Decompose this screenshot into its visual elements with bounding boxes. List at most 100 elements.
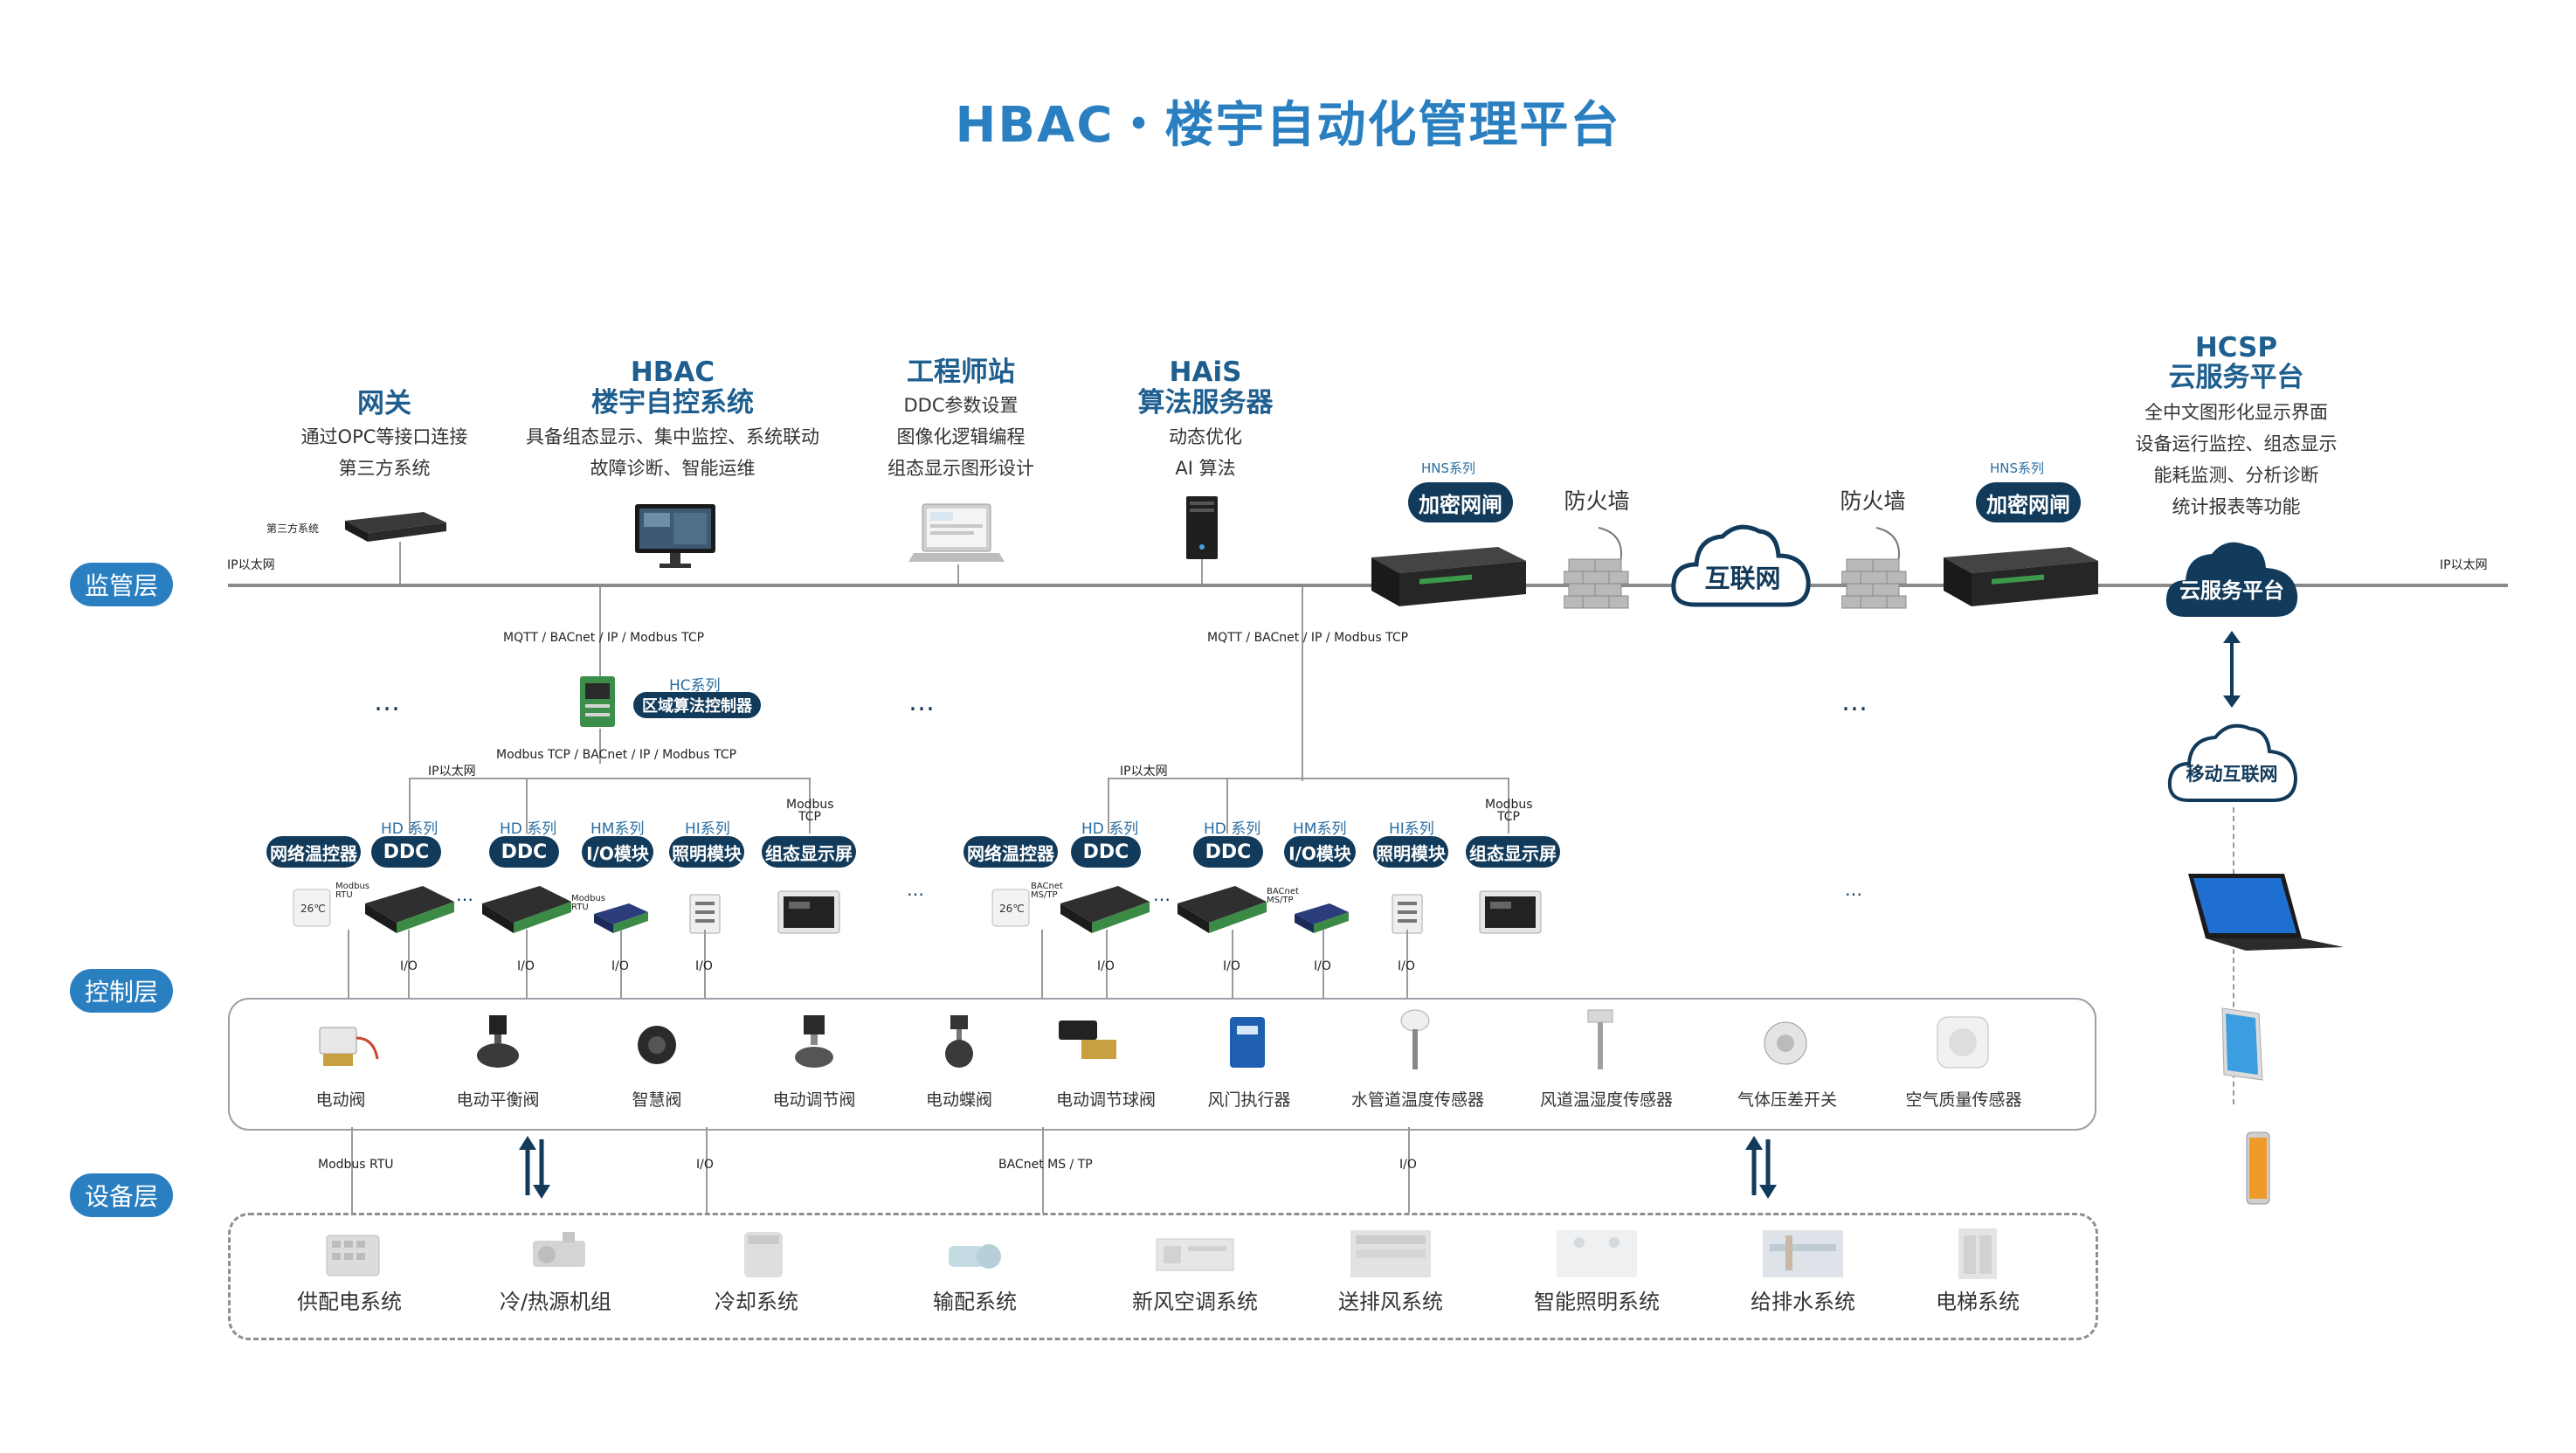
cloud-platform-label: 云服务平台 — [2179, 578, 2284, 603]
gateway-device-icon — [345, 512, 446, 542]
display-screen-b-icon — [1479, 890, 1542, 934]
bidirectional-arrows-right-icon — [1745, 1136, 1777, 1199]
group-b-ddc1-series: HD 系列 — [1081, 820, 1139, 838]
engineer-desc-3: 组态显示图形设计 — [887, 458, 1034, 479]
group-a-io-series: HM系列 — [590, 820, 645, 838]
group-b-thermostat-label: 网络温控器 — [963, 836, 1058, 868]
server-tower-icon — [1186, 496, 1218, 559]
hbac-title-1: HBAC — [630, 356, 715, 388]
hais-desc-2: AI 算法 — [1175, 458, 1236, 479]
hcsp-title-2: 云服务平台 — [2168, 362, 2304, 393]
group-a-modbus-rtu-1: Modbus RTU — [335, 882, 369, 900]
device-label-5: 电动调节球阀 — [1055, 1090, 1156, 1110]
laptop-icon — [908, 503, 1005, 562]
io-drop-b3 — [1323, 930, 1324, 998]
engineer-title: 工程师站 — [907, 356, 1015, 388]
gateway-link — [399, 542, 401, 584]
group-b-bus — [1108, 778, 1509, 779]
display-screen-a-icon — [777, 890, 840, 934]
io-drop-a1 — [408, 930, 410, 998]
device-label-2: 智慧阀 — [632, 1090, 682, 1110]
thermostat-b-icon: 26℃ — [991, 889, 1030, 927]
field-device-box — [228, 998, 2096, 1131]
group-b-io-series: HM系列 — [1293, 820, 1347, 838]
power-system-icon — [326, 1235, 380, 1277]
group-b-ddc1-label: DDC — [1071, 836, 1141, 868]
bottom-io-2: I/O — [1399, 1158, 1417, 1172]
hcsp-desc-2: 设备运行监控、组态显示 — [2135, 433, 2338, 454]
bottom-io-1: I/O — [696, 1158, 714, 1172]
system-label-2: 冷却系统 — [715, 1290, 798, 1314]
firewall2-icon — [1841, 527, 1907, 609]
group-b-bacnet-1: BACnet MS/TP — [1031, 882, 1063, 900]
lighting-module-b-icon — [1392, 894, 1423, 934]
damper-actuator-icon — [1230, 1017, 1265, 1068]
hcsp-desc-4: 统计报表等功能 — [2172, 496, 2301, 517]
ventilation-system-icon — [1350, 1230, 1431, 1277]
group-b-light-series: HI系列 — [1389, 820, 1434, 838]
device-label-7: 水管道温度传感器 — [1350, 1090, 1484, 1110]
mobile-cloud-icon — [2167, 723, 2297, 802]
laptop-link — [957, 564, 959, 584]
group-a-ddc1-label: DDC — [371, 836, 441, 868]
device-label-1: 电动平衡阀 — [456, 1090, 540, 1110]
io-drop-bottom-2 — [1408, 1127, 1410, 1213]
system-box — [228, 1213, 2098, 1340]
io-drop-a3 — [620, 930, 622, 998]
internet-label: 互联网 — [1704, 564, 1781, 593]
group-a-thermostat-label: 网络温控器 — [266, 836, 361, 868]
water-supply-icon — [1763, 1230, 1843, 1277]
balance-valve-icon — [477, 1015, 519, 1068]
layer-equipment: 设备层 — [70, 1173, 173, 1217]
group-b-drop-0 — [1108, 778, 1109, 834]
ddc-b-ellipsis: … — [1153, 884, 1172, 905]
third-party-label: 第三方系统 — [266, 522, 320, 535]
smart-valve-icon — [638, 1026, 676, 1064]
group-a-light-series: HI系列 — [685, 820, 730, 838]
mobile-dashed-link — [2233, 807, 2234, 1104]
pump-icon — [949, 1244, 1001, 1269]
fresh-air-ac-icon — [1156, 1238, 1234, 1271]
protocol-modbus-tcp: Modbus TCP / BACnet / IP / Modbus TCP — [496, 748, 737, 762]
io-a1: I/O — [400, 959, 418, 973]
internet-cloud-icon — [1671, 524, 1811, 607]
motorized-valve-icon — [319, 1027, 379, 1066]
device-label-4: 电动蝶阀 — [925, 1090, 992, 1110]
ddc-b1-icon — [1060, 886, 1150, 933]
hns2-device-icon — [1944, 547, 2098, 606]
io-a4: I/O — [695, 959, 713, 973]
engineer-desc-2: 图像化逻辑编程 — [896, 426, 1026, 447]
io-drop-a4 — [704, 930, 706, 998]
monitor-icon — [635, 504, 715, 568]
hc-series: HC系列 — [669, 677, 721, 695]
system-label-3: 输配系统 — [933, 1290, 1017, 1314]
hns1-series: HNS系列 — [1421, 460, 1476, 476]
pressure-switch-icon — [1764, 1021, 1807, 1065]
lighting-module-a-icon — [689, 894, 721, 934]
group-a-drop-2 — [809, 778, 811, 834]
group-b-drop-2 — [1508, 778, 1509, 834]
right-ellipsis: … — [1845, 879, 1864, 900]
hais-title-1: HAiS — [1169, 356, 1242, 388]
ball-valve-icon — [1059, 1021, 1116, 1059]
group-b-io-label: I/O模块 — [1284, 836, 1356, 868]
io-drop-thermo-b — [1041, 930, 1043, 998]
ellipsis-2: … — [908, 687, 936, 717]
group-a-modbus-rtu-2: Modbus RTU — [571, 894, 605, 912]
ellipsis-3: … — [1841, 687, 1869, 717]
io-drop-bottom-1 — [706, 1127, 708, 1213]
group-a-ddc2-label: DDC — [489, 836, 559, 868]
group-a-ip: IP以太网 — [428, 765, 476, 778]
system-label-7: 给排水系统 — [1751, 1290, 1855, 1314]
ddc-b2-icon — [1178, 886, 1267, 933]
smart-lighting-icon — [1557, 1230, 1637, 1277]
phone-icon — [2246, 1131, 2270, 1205]
system-label-5: 送排风系统 — [1338, 1290, 1443, 1314]
regulating-valve-icon — [795, 1015, 833, 1068]
hc-controller-icon — [580, 676, 615, 727]
bidirectional-arrows-left-icon — [519, 1136, 550, 1199]
system-label-4: 新风空调系统 — [1132, 1290, 1258, 1314]
layer-control: 控制层 — [70, 969, 173, 1013]
system-label-8: 电梯系统 — [1936, 1290, 2020, 1314]
hais-title-2: 算法服务器 — [1137, 387, 1274, 419]
